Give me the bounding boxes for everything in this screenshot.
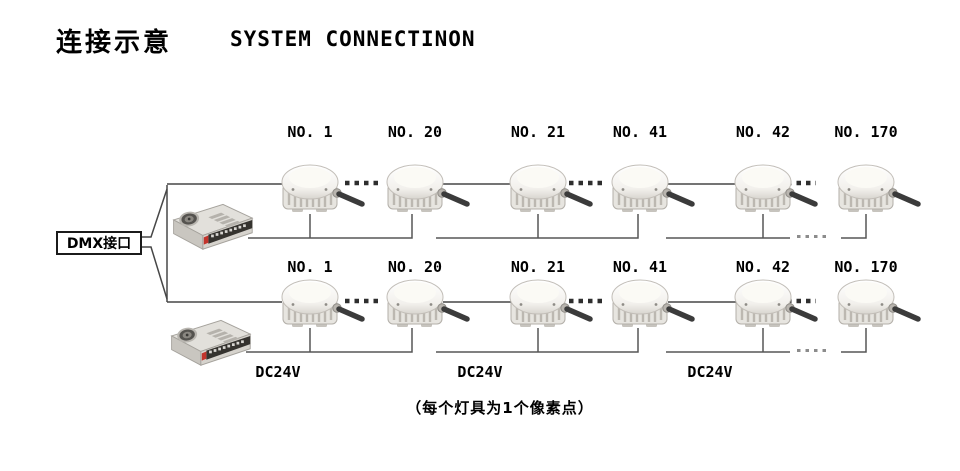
bus-continuation-dots — [797, 235, 829, 352]
lamp-label: NO. 170 — [834, 258, 898, 276]
lamp-icon — [282, 280, 362, 327]
lamp-label: NO. 42 — [735, 123, 791, 141]
lamp-icon — [838, 165, 918, 212]
lamp-icon — [510, 280, 590, 327]
lamp-icon — [387, 165, 467, 212]
page-title-en: SYSTEM CONNECTINON — [230, 27, 476, 51]
caption: （每个灯具为1个像素点） — [406, 399, 594, 417]
psu-icon — [171, 319, 251, 366]
lamp-icon — [282, 165, 362, 212]
lamp-label: NO. 1 — [287, 123, 333, 141]
dmx-interface-box: DMX接口 — [56, 231, 142, 255]
lamp-label: NO. 42 — [735, 258, 791, 276]
lamp-icon — [612, 280, 692, 327]
lamp-label: NO. 20 — [387, 258, 443, 276]
lamp-label: NO. 1 — [287, 258, 333, 276]
dc24v-label: DC24V — [255, 363, 301, 381]
lamp-icon — [735, 280, 815, 327]
power-bus-row-2 — [246, 328, 867, 353]
dmx-interface-label: DMX接口 — [66, 236, 132, 252]
page-title-zh: 连接示意 — [56, 28, 173, 58]
psu-icon — [173, 203, 253, 250]
dc24v-label: DC24V — [687, 363, 733, 381]
dmx-trunk-lines — [140, 185, 168, 302]
lamp-label: NO. 21 — [510, 258, 566, 276]
lamp-icon — [612, 165, 692, 212]
lamp-label: NO. 20 — [387, 123, 443, 141]
lamp-icon — [838, 280, 918, 327]
lamp-label: NO. 170 — [834, 123, 898, 141]
power-bus-row-1 — [248, 214, 867, 239]
lamp-label: NO. 41 — [612, 258, 668, 276]
lamp-label: NO. 21 — [510, 123, 566, 141]
lamp-icon — [510, 165, 590, 212]
lamp-icon — [735, 165, 815, 212]
lamp-icon — [387, 280, 467, 327]
dc24v-label: DC24V — [457, 363, 503, 381]
lamp-label: NO. 41 — [612, 123, 668, 141]
